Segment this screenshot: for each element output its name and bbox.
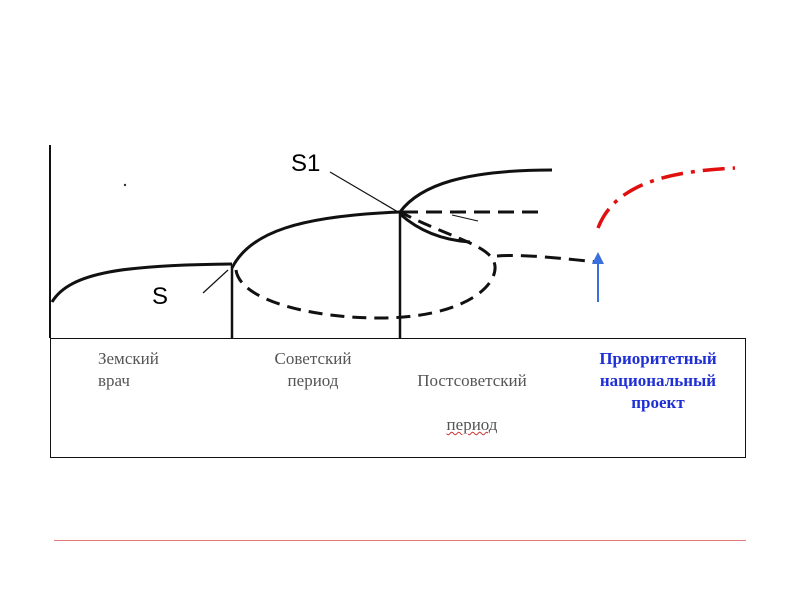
small-tick	[451, 214, 479, 222]
s-pointer-line	[202, 269, 229, 294]
projection-curve	[596, 166, 736, 229]
curve-zemsky	[50, 262, 233, 303]
curve-postsoviet-descending	[399, 212, 471, 244]
curve-soviet-dashed-lower	[234, 210, 497, 320]
footer-rule	[54, 540, 746, 541]
period-postsoviet-line2: период	[446, 415, 498, 434]
period-zemsky-label: Земский врач	[98, 349, 159, 390]
period-soviet-label: Советский период	[274, 349, 352, 390]
stray-dot	[123, 183, 127, 187]
up-arrow-head	[592, 252, 604, 264]
periods-table	[50, 338, 746, 458]
label-s: S	[152, 283, 168, 310]
label-s1: S1	[291, 150, 320, 177]
s1-pointer-line	[329, 171, 399, 213]
curve-postsoviet-upper	[398, 168, 553, 213]
dashed-to-project	[496, 253, 597, 264]
period-postsoviet-label: Постсоветский период	[402, 348, 542, 436]
period-priority-project-label: Приоритетный национальный проект	[599, 349, 717, 412]
curve-soviet	[230, 210, 401, 269]
period-postsoviet-line1: Постсоветский	[417, 371, 527, 390]
